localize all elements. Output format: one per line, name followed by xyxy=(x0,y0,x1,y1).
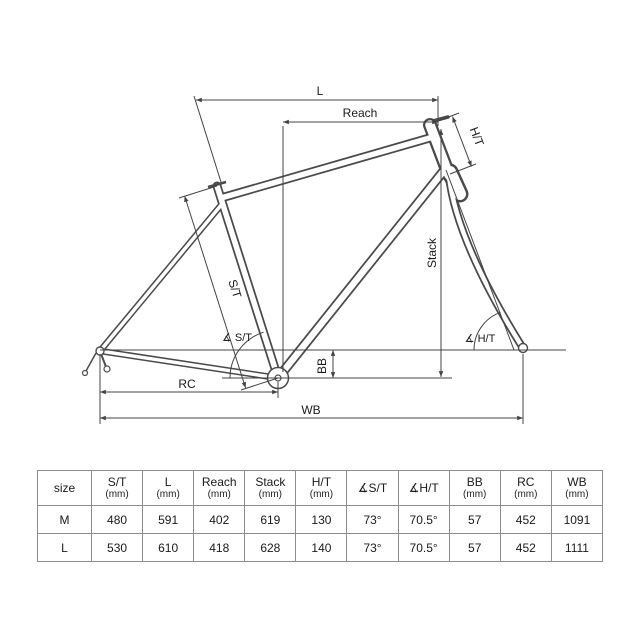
header-label: BB xyxy=(466,475,483,489)
label-reach: Reach xyxy=(343,106,378,120)
header-label: ∡H/T xyxy=(408,481,439,495)
table-row-size-l: L 530 610 418 628 140 73° 70.5° 57 452 1… xyxy=(37,533,604,562)
data-cell: M xyxy=(37,505,92,534)
header-unit: (mm) xyxy=(514,489,538,500)
dimension-labels: L Reach H/T Stack S/T ∡ S/T ∡ H/T BB RC … xyxy=(178,84,495,417)
header-label: L xyxy=(164,475,172,489)
header-cell-angle-st: ∡S/T xyxy=(346,470,399,506)
label-head-tube-angle: ∡ H/T xyxy=(465,333,496,345)
data-cell: 73° xyxy=(346,505,399,534)
data-cell: 57 xyxy=(448,505,501,534)
data-cell: 452 xyxy=(499,505,552,534)
header-unit: (mm) xyxy=(105,489,129,500)
header-label: S/T xyxy=(107,475,127,489)
header-unit: (mm) xyxy=(258,489,282,500)
header-cell-st: S/T(mm) xyxy=(90,470,144,506)
header-label: Stack xyxy=(255,475,286,489)
header-label: RC xyxy=(517,475,535,489)
data-cell: 130 xyxy=(295,505,348,534)
header-cell-reach: Reach(mm) xyxy=(193,470,246,506)
data-cell: 57 xyxy=(448,533,501,562)
label-top-tube-length: L xyxy=(317,84,324,98)
data-cell: 402 xyxy=(193,505,246,534)
label-bb-drop: BB xyxy=(315,358,329,374)
frame-geometry-diagram: L Reach H/T Stack S/T ∡ S/T ∡ H/T BB RC … xyxy=(81,84,566,424)
data-cell: 480 xyxy=(90,505,144,534)
header-cell-size: size xyxy=(37,470,92,506)
header-label: Reach xyxy=(201,475,237,489)
label-seat-tube-angle: ∡ S/T xyxy=(222,332,252,344)
label-stack: Stack xyxy=(425,237,439,268)
header-label: H/T xyxy=(311,475,332,489)
header-cell-l: L(mm) xyxy=(142,470,195,506)
label-seat-tube: S/T xyxy=(225,278,244,301)
table-header-row: size S/T(mm) L(mm) Reach(mm) Stack(mm) H… xyxy=(37,470,604,506)
data-cell: 1111 xyxy=(550,533,604,562)
label-wheelbase: WB xyxy=(301,403,320,417)
data-cell: 628 xyxy=(244,533,297,562)
data-cell: 418 xyxy=(193,533,246,562)
data-cell: 530 xyxy=(90,533,144,562)
label-rear-center: RC xyxy=(178,377,196,391)
data-cell: 70.5° xyxy=(397,505,450,534)
data-cell: 73° xyxy=(346,533,399,562)
data-cell: 610 xyxy=(142,533,195,562)
geometry-table: size S/T(mm) L(mm) Reach(mm) Stack(mm) H… xyxy=(37,470,604,562)
header-label: size xyxy=(53,481,76,495)
frame-geometry-diagram-wrap: L Reach H/T Stack S/T ∡ S/T ∡ H/T BB RC … xyxy=(81,84,566,424)
data-cell: 619 xyxy=(244,505,297,534)
header-cell-ht: H/T(mm) xyxy=(295,470,348,506)
header-cell-angle-ht: ∡H/T xyxy=(397,470,450,506)
table-row-size-m: M 480 591 402 619 130 73° 70.5° 57 452 1… xyxy=(37,505,604,534)
header-cell-bb: BB(mm) xyxy=(448,470,501,506)
header-unit: (mm) xyxy=(207,489,231,500)
header-label: ∡S/T xyxy=(357,481,388,495)
header-cell-rc: RC(mm) xyxy=(499,470,552,506)
label-head-tube: H/T xyxy=(467,125,487,149)
dimension-lines xyxy=(99,95,566,424)
frame-outline-inner xyxy=(98,120,524,382)
header-cell-wb: WB(mm) xyxy=(550,470,604,506)
data-cell: 452 xyxy=(499,533,552,562)
data-cell: 140 xyxy=(295,533,348,562)
data-cell: 591 xyxy=(142,505,195,534)
header-label: WB xyxy=(567,475,587,489)
header-unit: (mm) xyxy=(156,489,180,500)
data-cell: 70.5° xyxy=(397,533,450,562)
header-unit: (mm) xyxy=(309,489,334,500)
header-unit: (mm) xyxy=(463,489,487,500)
header-unit: (mm) xyxy=(565,489,589,500)
header-cell-stack: Stack(mm) xyxy=(244,470,297,506)
data-cell: 1091 xyxy=(550,505,604,534)
data-cell: L xyxy=(37,533,92,562)
